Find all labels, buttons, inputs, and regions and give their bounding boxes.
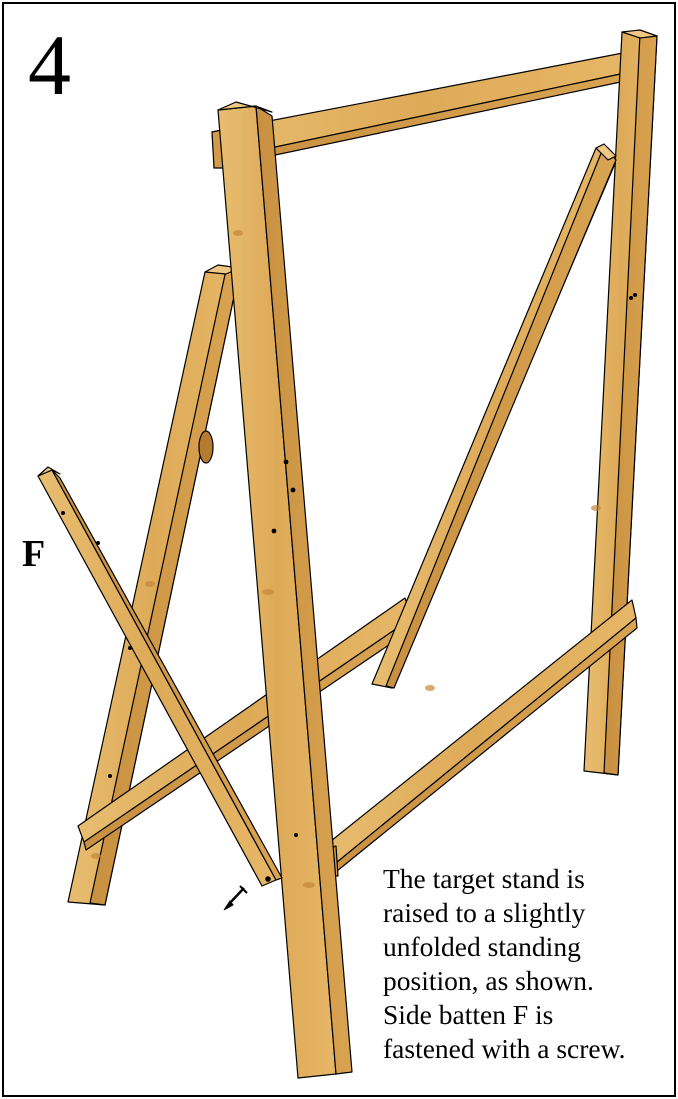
- step-number: 4: [28, 17, 71, 113]
- caption-line: fastened with a screw.: [383, 1033, 626, 1064]
- caption-line: unfolded standing: [383, 931, 581, 962]
- top-crossbar: [211, 51, 631, 169]
- side-batten-f: [37, 466, 283, 887]
- screw-icon: [223, 885, 248, 911]
- caption-line: raised to a slightly: [383, 897, 586, 928]
- rear-right-leg: [583, 29, 658, 776]
- part-label-f: F: [22, 533, 46, 575]
- inner-diagonal-leg: [371, 143, 617, 689]
- caption-line: position, as shown.: [383, 965, 594, 996]
- screw-holes: [61, 293, 637, 837]
- wood-knots: [91, 230, 601, 888]
- front-main-leg: [217, 101, 353, 1079]
- caption-line: The target stand is: [383, 863, 585, 894]
- caption-line: Side batten F is: [383, 999, 554, 1030]
- caption: The target stand is raised to a slightly…: [383, 862, 673, 1066]
- rear-left-leg: [67, 264, 241, 906]
